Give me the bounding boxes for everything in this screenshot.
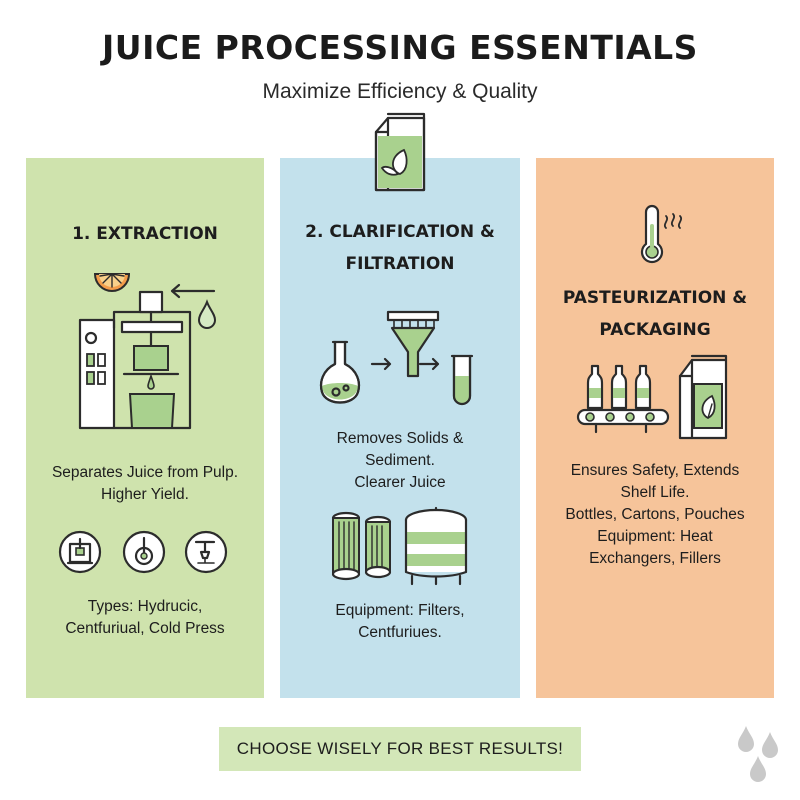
pasteurization-description: Ensures Safety, Extends Shelf Life. Bott…	[565, 462, 745, 567]
filter-cartridge-icon	[331, 511, 392, 581]
clarification-equipment: Equipment: Filters, Centfuriues.	[335, 602, 465, 641]
drop-icon	[197, 299, 217, 329]
centrifuge-tank-icon	[404, 506, 468, 586]
clarification-description: Removes Solids & Sediment. Clearer Juice	[336, 430, 464, 491]
arrow-right-icon	[370, 357, 392, 371]
thermometer-icon	[640, 204, 683, 264]
page-subtitle: Maximize Efficiency & Quality	[262, 80, 538, 103]
flask-icon	[319, 340, 361, 404]
extraction-types: Types: Hydrucic, Centfuriual, Cold Press	[65, 598, 225, 637]
orange-slice-icon	[93, 273, 131, 292]
juice-press-icon	[78, 290, 192, 430]
clarification-panel: 2. CLARIFICATION & FILTRATION Removes So…	[280, 158, 520, 698]
cold-press-icon	[184, 530, 228, 574]
hydraulic-press-icon	[58, 530, 102, 574]
centrifugal-icon	[122, 530, 166, 574]
page-title: JUICE PROCESSING ESSENTIALS	[102, 28, 698, 67]
extraction-panel: 1. EXTRACTION Separates Juice from Pulp.…	[26, 158, 264, 698]
funnel-filter-icon	[386, 310, 440, 378]
extraction-heading: 1. EXTRACTION	[72, 224, 218, 244]
clarification-heading: 2. CLARIFICATION & FILTRATION	[305, 222, 495, 274]
arrow-left-icon	[170, 283, 216, 299]
juice-carton-icon	[374, 112, 426, 192]
test-tube-icon	[450, 354, 474, 406]
pasteurization-panel: PASTEURIZATION & PACKAGING Ensures Safet…	[536, 158, 774, 698]
bottle-conveyor-icon	[576, 364, 670, 434]
arrow-right-icon-2	[418, 357, 440, 371]
extraction-description: Separates Juice from Pulp. Higher Yield.	[51, 464, 239, 503]
water-drops-icon	[738, 726, 778, 782]
carton-icon	[678, 354, 728, 440]
footer-banner: CHOOSE WISELY FOR BEST RESULTS!	[219, 727, 581, 771]
pasteurization-heading: PASTEURIZATION & PACKAGING	[562, 288, 748, 340]
